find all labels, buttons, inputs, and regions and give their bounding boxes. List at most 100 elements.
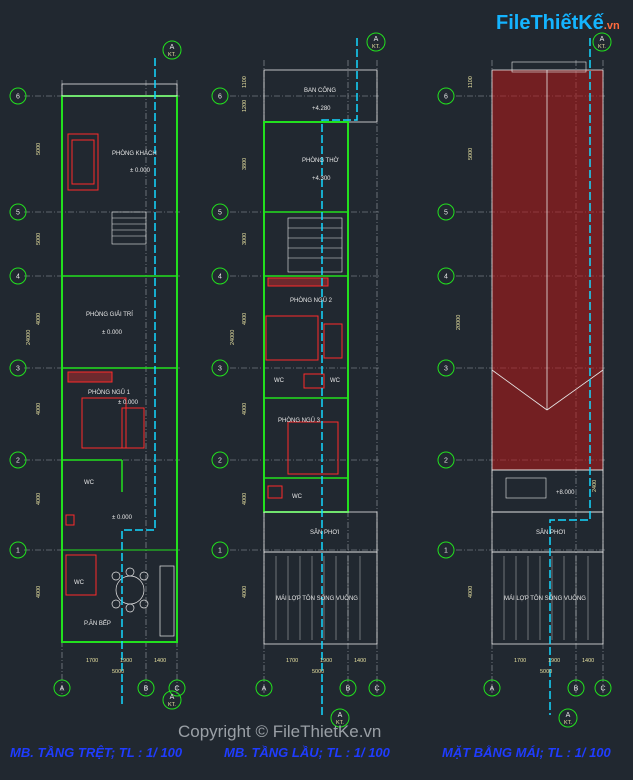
svg-text:5: 5: [16, 210, 20, 217]
room-label-wc-1: WC: [274, 378, 285, 384]
svg-text:1700: 1700: [86, 658, 98, 664]
axis-row-bubble: 2: [9, 451, 27, 469]
brand-logo-suffix: .vn: [603, 20, 620, 32]
svg-text:4: 4: [16, 274, 20, 281]
svg-text:A: A: [338, 712, 343, 719]
room-label-altar: PHÒNG THỜ: [302, 157, 339, 164]
level-mark: +4.280: [312, 106, 331, 112]
svg-text:4000: 4000: [36, 493, 42, 505]
svg-text:4000: 4000: [36, 313, 42, 325]
svg-text:2: 2: [444, 458, 448, 465]
plan-title-ground: MB. TẦNG TRỆT; TL : 1/ 100: [10, 745, 183, 760]
axis-row-bubble: 4: [211, 267, 229, 285]
svg-text:1700: 1700: [286, 658, 298, 664]
axis-row-bubble: 5: [437, 203, 455, 221]
axis-col-bubble: C: [168, 679, 186, 697]
section-mark: AKT.: [558, 708, 578, 728]
axis-row-bubble: 1: [9, 541, 27, 559]
svg-text:1100: 1100: [468, 76, 474, 88]
svg-text:KT.: KT.: [598, 44, 606, 50]
axis-col-bubble: A: [53, 679, 71, 697]
room-label-bedroom-2: PHÒNG NGỦ 2: [290, 297, 333, 304]
svg-text:1400: 1400: [582, 658, 594, 664]
svg-text:4: 4: [444, 274, 448, 281]
room-label-bedroom-3: PHÒNG NGỦ 3: [278, 417, 321, 424]
svg-text:A: A: [262, 686, 267, 693]
svg-text:6: 6: [16, 94, 20, 101]
svg-text:6: 6: [218, 94, 222, 101]
brand-logo-text: FileThiếtKế: [496, 12, 604, 34]
room-label-roof: MÁI LỢP TÔN SÓNG VUÔNG: [276, 595, 358, 602]
svg-text:1900: 1900: [548, 658, 560, 664]
svg-text:1: 1: [218, 548, 222, 555]
level-mark: ± 0.000: [118, 400, 139, 406]
section-mark: AKT.: [330, 708, 350, 728]
svg-text:C: C: [600, 686, 605, 693]
svg-text:C: C: [174, 686, 179, 693]
axis-row-bubble: 2: [437, 451, 455, 469]
svg-text:A: A: [170, 44, 175, 51]
svg-text:1200: 1200: [242, 100, 248, 112]
svg-text:5: 5: [444, 210, 448, 217]
svg-text:20000: 20000: [456, 315, 462, 330]
axis-row-bubble: 6: [211, 87, 229, 105]
svg-text:KT.: KT.: [564, 720, 572, 726]
plan-title-roof: MẶT BẰNG MÁI; TL : 1/ 100: [442, 745, 611, 760]
axis-row-bubble: 1: [211, 541, 229, 559]
axis-row-bubble: 3: [211, 359, 229, 377]
section-mark: AKT.: [366, 32, 386, 52]
svg-text:5000: 5000: [540, 669, 552, 675]
axis-col-bubble: B: [567, 679, 585, 697]
axis-row-bubble: 6: [9, 87, 27, 105]
level-mark: ± 0.000: [130, 168, 151, 174]
svg-text:3: 3: [218, 366, 222, 373]
svg-text:1900: 1900: [120, 658, 132, 664]
svg-text:KT.: KT.: [168, 702, 176, 708]
svg-text:A: A: [374, 36, 379, 43]
svg-text:5000: 5000: [36, 233, 42, 245]
svg-text:3: 3: [16, 366, 20, 373]
brand-logo: FileThiếtKế.vn: [496, 12, 620, 35]
room-label-wc-3: WC: [292, 494, 303, 500]
svg-text:B: B: [144, 686, 149, 693]
svg-text:6: 6: [444, 94, 448, 101]
room-label-wc-1: WC: [84, 480, 95, 486]
room-label-drying-yard: SÂN PHƠI: [536, 529, 565, 536]
copyright-watermark: Copyright © FileThietKe.vn: [178, 722, 382, 741]
room-label-balcony: BAN CÔNG: [304, 87, 336, 94]
svg-text:1: 1: [444, 548, 448, 555]
svg-text:3: 3: [444, 366, 448, 373]
section-mark: AKT.: [162, 40, 182, 60]
svg-text:5000: 5000: [312, 669, 324, 675]
svg-text:1400: 1400: [154, 658, 166, 664]
svg-text:2: 2: [218, 458, 222, 465]
axis-row-bubble: 5: [211, 203, 229, 221]
svg-text:4000: 4000: [242, 403, 248, 415]
axis-col-bubble: A: [483, 679, 501, 697]
axis-row-bubble: 4: [9, 267, 27, 285]
axis-row-bubble: 3: [9, 359, 27, 377]
axis-row-bubble: 5: [9, 203, 27, 221]
svg-text:4: 4: [218, 274, 222, 281]
svg-text:A: A: [60, 686, 65, 693]
room-label-drying-yard: SÂN PHƠI: [310, 529, 339, 536]
svg-text:KT.: KT.: [336, 720, 344, 726]
svg-text:4000: 4000: [242, 493, 248, 505]
axis-row-bubble: 1: [437, 541, 455, 559]
axis-col-bubble: C: [594, 679, 612, 697]
svg-text:1400: 1400: [354, 658, 366, 664]
room-label-living: PHÒNG KHÁCH: [112, 150, 157, 157]
svg-text:24000: 24000: [26, 330, 32, 345]
level-mark: +4.300: [312, 176, 331, 182]
room-label-wc-2: WC: [74, 580, 85, 586]
svg-text:B: B: [346, 686, 351, 693]
svg-text:B: B: [574, 686, 579, 693]
room-label-kitchen: P.ĂN BẾP: [84, 620, 111, 627]
axis-row-bubble: 3: [437, 359, 455, 377]
axis-col-bubble: A: [255, 679, 273, 697]
svg-text:1: 1: [16, 548, 20, 555]
